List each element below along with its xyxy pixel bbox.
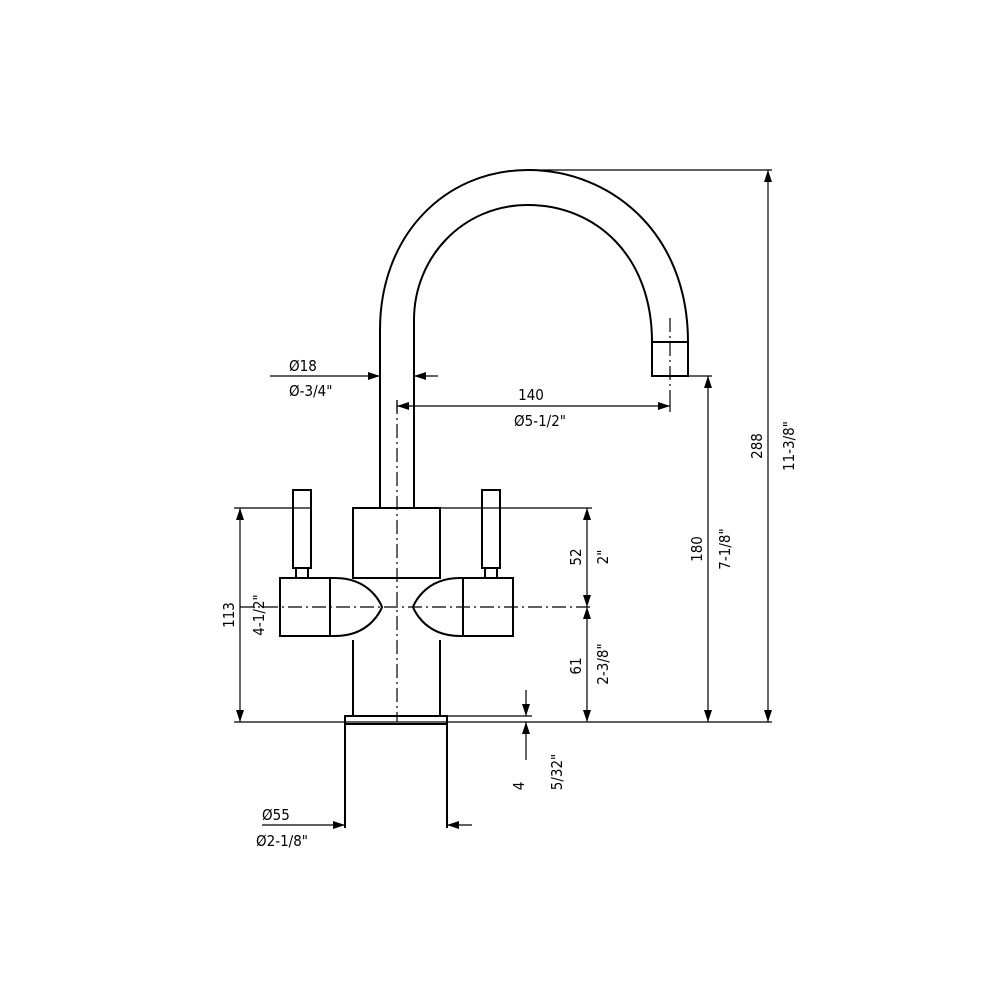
base-diameter-metric: Ø55 xyxy=(262,806,290,824)
left-lever-collar xyxy=(295,567,309,579)
spout-diameter-metric: Ø18 xyxy=(289,357,317,375)
left-lever xyxy=(292,489,312,569)
right-lever xyxy=(481,489,501,569)
spout-reach-imperial: Ø5-1/2" xyxy=(514,412,566,430)
base-ring-thickness-imperial: 5/32" xyxy=(548,754,566,791)
spout-inner-edge xyxy=(413,203,653,508)
base-diameter-imperial: Ø2-1/8" xyxy=(256,832,308,850)
base-ring-thickness-metric: 4 xyxy=(510,782,528,791)
handle-axis-height-imperial: 2-3/8" xyxy=(594,643,612,684)
spout-outer-edge xyxy=(379,168,689,508)
dimension-labels: Ø18 Ø-3/4" 140 Ø5-1/2" 288 11-3/8" 180 7… xyxy=(220,357,798,850)
spout-diameter-imperial: Ø-3/4" xyxy=(289,382,332,400)
handle-top-offset-imperial: 2" xyxy=(594,550,612,565)
spout-reach-metric: 140 xyxy=(518,386,544,404)
left-handle-body xyxy=(279,577,384,637)
handle-height-imperial: 4-1/2" xyxy=(250,594,268,635)
spout-outlet-height-imperial: 7-1/8" xyxy=(716,528,734,569)
left-handle xyxy=(279,489,384,637)
handle-axis-height-metric: 61 xyxy=(567,657,585,674)
faucet-outline xyxy=(279,168,689,828)
base-ring xyxy=(344,715,448,725)
total-height-imperial: 11-3/8" xyxy=(780,421,798,471)
center-lines xyxy=(240,318,671,722)
handle-height-metric: 113 xyxy=(220,602,238,628)
handle-top-offset-metric: 52 xyxy=(567,548,585,565)
right-lever-collar xyxy=(484,567,498,579)
extension-lines xyxy=(234,169,772,723)
total-height-metric: 288 xyxy=(748,433,766,459)
right-handle xyxy=(411,489,514,637)
dimension-lines xyxy=(236,170,772,829)
body-upper xyxy=(352,507,441,579)
spout-outlet-height-metric: 180 xyxy=(688,536,706,562)
